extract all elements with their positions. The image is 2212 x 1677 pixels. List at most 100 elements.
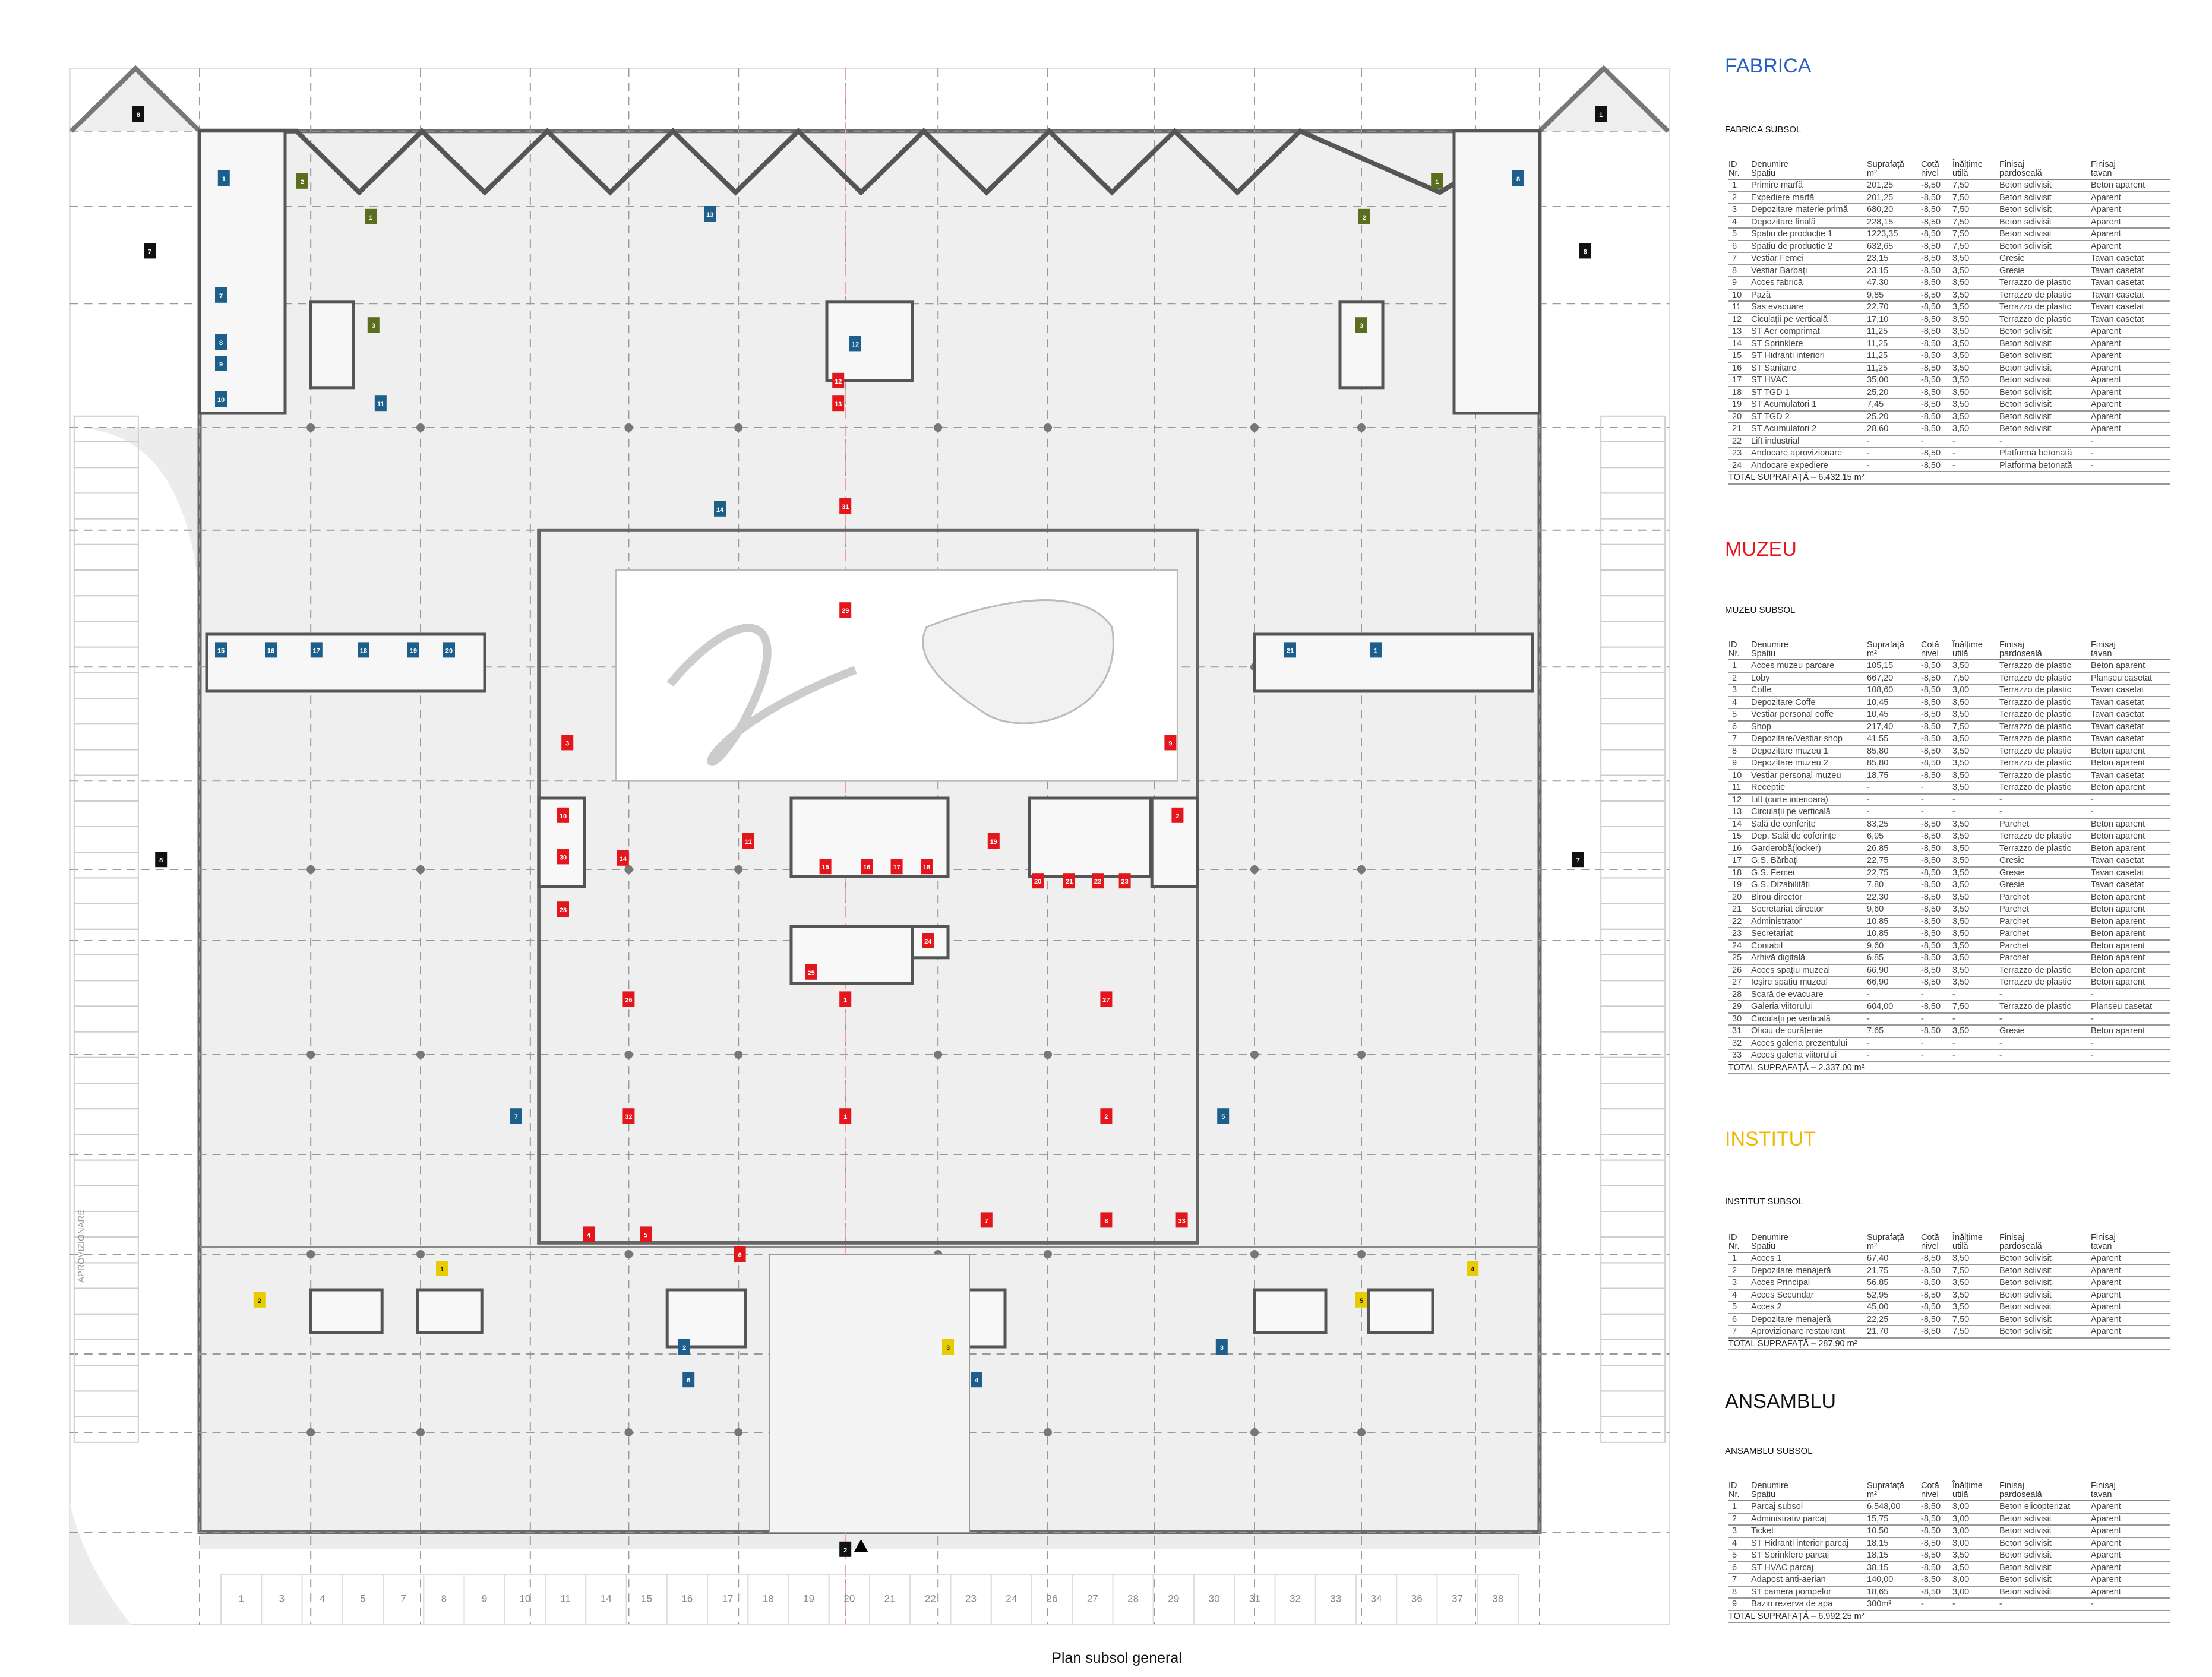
- table-cell: -8,50: [1921, 228, 1952, 241]
- tag-number: 4: [975, 1377, 979, 1384]
- table-cell: Beton sclivisit: [1999, 398, 2091, 412]
- table-cell: Terrazzo de plastic: [1999, 660, 2091, 673]
- table-cell: 6,85: [1867, 952, 1921, 965]
- tag-background: [805, 964, 817, 980]
- table-cell: -8,50: [1921, 1513, 1952, 1526]
- tag-background: [215, 287, 227, 303]
- table-cell: Aparent: [2091, 1513, 2170, 1526]
- table-cell: 24: [1728, 459, 1751, 472]
- tag-background: [557, 807, 569, 823]
- table-cell: -: [2091, 447, 2170, 460]
- table-cell: 105,15: [1867, 660, 1921, 673]
- table-cell: Terrazzo de plastic: [1999, 964, 2091, 977]
- table-cell: -: [1867, 806, 1921, 819]
- table-cell: -8,50: [1921, 976, 1952, 989]
- tag-background: [253, 1292, 266, 1308]
- table-cell: Bazin rezerva de apa: [1751, 1598, 1867, 1611]
- table-cell: Aparent: [2091, 325, 2170, 338]
- table-cell: 3,50: [1952, 745, 1999, 758]
- table-cell: Tavan casetat: [2091, 866, 2170, 879]
- table-cell: Aparent: [2091, 1549, 2170, 1562]
- column-header-line: tavan: [2091, 169, 2112, 178]
- table-cell: -: [1952, 447, 1999, 460]
- table-cell: Tavan casetat: [2091, 264, 2170, 277]
- tag-background: [1164, 735, 1177, 751]
- section-title: ANSAMBLU: [1725, 1390, 1837, 1413]
- structural-column: [306, 1051, 315, 1059]
- table-cell: Contabil: [1751, 939, 1867, 953]
- room-tag-red: 28: [557, 901, 569, 917]
- room-tag-yellow: 2: [253, 1292, 266, 1308]
- table-cell: Terrazzo de plastic: [1999, 708, 2091, 722]
- tag-number: 5: [1360, 1298, 1363, 1305]
- tag-number: 1: [1374, 647, 1377, 654]
- table-cell: 66,90: [1867, 976, 1921, 989]
- column-header-line: nivel: [1921, 1490, 1939, 1499]
- structural-column: [1250, 423, 1259, 432]
- tag-number: 7: [1576, 857, 1580, 864]
- column-header-line: ID: [1728, 160, 1737, 169]
- tag-background: [734, 1246, 746, 1262]
- table-cell: 10,50: [1867, 1525, 1921, 1538]
- room-tag-green: 2: [1358, 208, 1370, 224]
- table-cell: Beton sclivisit: [1999, 362, 2091, 375]
- tag-background: [217, 170, 230, 186]
- tag-number: 11: [377, 401, 384, 408]
- table-cell: 11,25: [1867, 337, 1921, 350]
- room-tag-green: 1: [1431, 173, 1443, 189]
- table-cell: -8,50: [1921, 313, 1952, 326]
- tag-background: [557, 901, 569, 917]
- tag-background: [1572, 852, 1584, 868]
- table-cell: -8,50: [1921, 216, 1952, 229]
- table-cell: ST TGD 1: [1751, 386, 1867, 399]
- parking-stall: [73, 1416, 139, 1443]
- sawtooth-roof-wall: [200, 128, 1541, 196]
- table-cell: -8,50: [1921, 423, 1952, 436]
- table-cell: -8,50: [1921, 398, 1952, 412]
- table-cell: Circulații pe verticală: [1751, 806, 1867, 819]
- table-cell: 7,50: [1952, 1313, 1999, 1326]
- column-header-line: pardoseală: [1999, 1242, 2042, 1251]
- room-tag-green: 2: [296, 173, 308, 189]
- ramp-shape: [69, 1504, 131, 1625]
- table-cell: 22,75: [1867, 866, 1921, 879]
- column-header-line: Spațiu: [1751, 1242, 1776, 1251]
- table-cell: 3,50: [1952, 1301, 1999, 1314]
- tag-background: [1579, 243, 1591, 259]
- table-cell: -: [1952, 1012, 1999, 1026]
- table-cell: Tavan casetat: [2091, 720, 2170, 733]
- table-cell: 3,50: [1952, 1289, 1999, 1302]
- table-cell: Parchet: [1999, 939, 2091, 953]
- table-cell: 3,50: [1952, 891, 1999, 904]
- room-tag-red: 21: [1063, 873, 1075, 889]
- table-cell: Terrazzo de plastic: [1999, 1001, 2091, 1014]
- column-header-line: utilă: [1952, 1490, 1968, 1499]
- room-tag-blue: 17: [310, 642, 323, 658]
- table-cell: Terrazzo de plastic: [1999, 745, 2091, 758]
- table-cell: Tavan casetat: [2091, 696, 2170, 709]
- table-cell: -: [1952, 806, 1999, 819]
- column-header-line: tavan: [2091, 1242, 2112, 1251]
- column-header-line: utilă: [1952, 1242, 1968, 1251]
- column-header-line: Finisaj: [2091, 640, 2116, 650]
- room-tag-red: 22: [1092, 873, 1104, 889]
- tag-background: [839, 602, 852, 618]
- parking-number: 1: [238, 1593, 244, 1605]
- tag-background: [1370, 642, 1382, 658]
- table-cell: 10: [1728, 289, 1751, 302]
- table-cell: Beton aparent: [2091, 745, 2170, 758]
- tag-background: [1032, 873, 1044, 889]
- table-cell: -: [1999, 1049, 2091, 1062]
- tag-background: [436, 1261, 448, 1276]
- tag-background: [861, 859, 873, 875]
- table-cell: 21,75: [1867, 1264, 1921, 1277]
- table-cell: Aparent: [2091, 410, 2170, 423]
- table-cell: Terrazzo de plastic: [1999, 684, 2091, 697]
- table-cell: -: [1867, 793, 1921, 806]
- tag-background: [922, 933, 934, 948]
- tag-number: 15: [821, 864, 829, 871]
- table-cell: 3,50: [1952, 423, 1999, 436]
- table-cell: 3,50: [1952, 386, 1999, 399]
